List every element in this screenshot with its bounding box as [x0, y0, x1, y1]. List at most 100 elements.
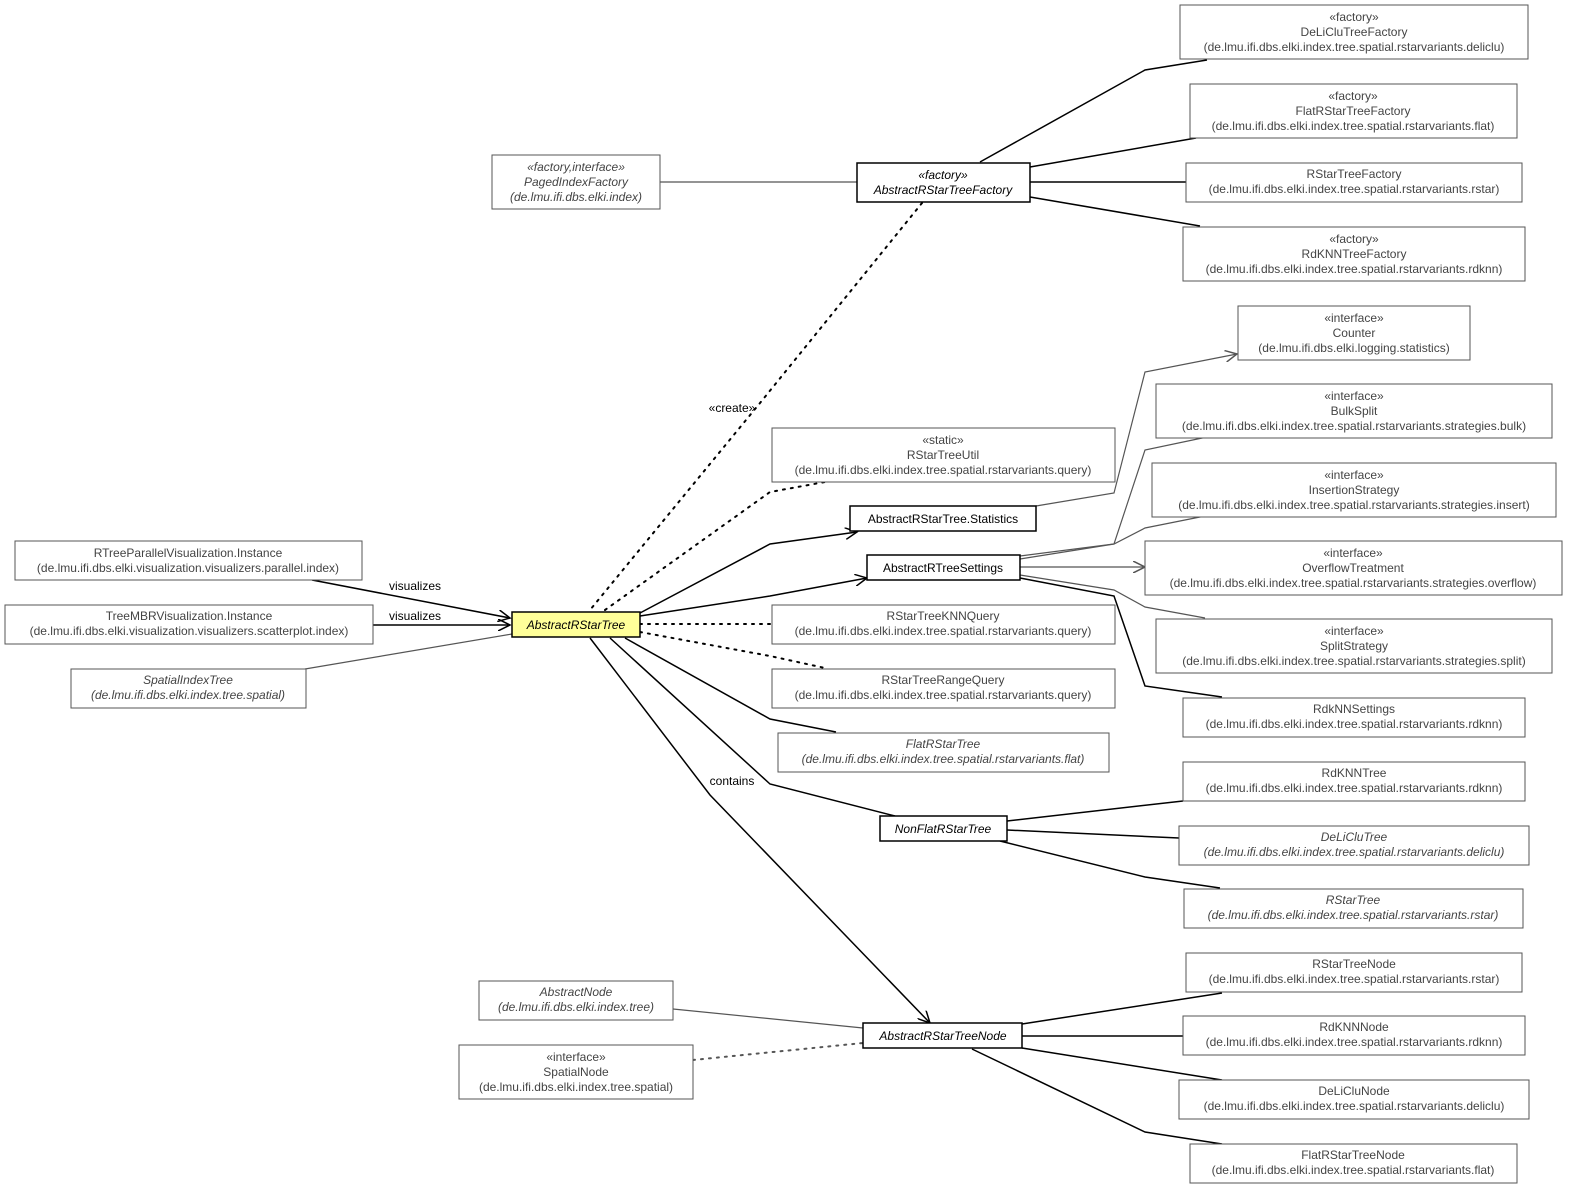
edge-label-visualizes-1: visualizes: [389, 579, 441, 593]
class-name: FlatRStarTree: [906, 737, 981, 751]
class-box-deliclu-node[interactable]: DeLiCluNode (de.lmu.ifi.dbs.elki.index.t…: [1178, 1079, 1530, 1120]
stereotype-label: «factory»: [1328, 89, 1378, 103]
class-box-spatial-index-tree[interactable]: SpatialIndexTree (de.lmu.ifi.dbs.elki.in…: [70, 668, 307, 709]
package-name: (de.lmu.ifi.dbs.elki.index.tree.spatial.…: [1212, 1163, 1495, 1177]
package-name: (de.lmu.ifi.dbs.elki.index.tree.spatial.…: [1170, 576, 1537, 590]
edge-statistics-counter: [1035, 354, 1237, 507]
class-box-abstract-node[interactable]: AbstractNode (de.lmu.ifi.dbs.elki.index.…: [478, 980, 674, 1021]
package-name: (de.lmu.ifi.dbs.elki.index.tree.spatial.…: [1204, 845, 1505, 859]
class-box-rstar-tree-range-query[interactable]: RStarTreeRangeQuery (de.lmu.ifi.dbs.elki…: [771, 668, 1116, 709]
class-name: AbstractNode: [539, 985, 613, 999]
edge-parallel-vis-focus: [311, 579, 510, 618]
class-box-split-strategy[interactable]: «interface» SplitStrategy (de.lmu.ifi.db…: [1155, 618, 1553, 674]
class-box-deliclu-tree-factory[interactable]: «factory» DeLiCluTreeFactory (de.lmu.ifi…: [1179, 4, 1529, 60]
class-name: TreeMBRVisualization.Instance: [106, 609, 273, 623]
class-box-rdknn-tree-factory[interactable]: «factory» RdKNNTreeFactory (de.lmu.ifi.d…: [1182, 226, 1526, 282]
edge-focus-settings: [639, 578, 867, 617]
edge-arstnode-flatrstartreenode: [971, 1048, 1223, 1145]
class-box-spatial-node[interactable]: «interface» SpatialNode (de.lmu.ifi.dbs.…: [458, 1044, 694, 1100]
class-box-counter[interactable]: «interface» Counter (de.lmu.ifi.dbs.elki…: [1237, 305, 1471, 361]
package-name: (de.lmu.ifi.dbs.elki.index.tree.spatial.…: [1204, 1099, 1505, 1113]
edge-create: [589, 202, 923, 611]
class-box-bulk-split[interactable]: «interface» BulkSplit (de.lmu.ifi.dbs.el…: [1155, 383, 1553, 439]
stereotype-label: «static»: [922, 433, 964, 447]
class-box-abstract-rstar-tree-node[interactable]: AbstractRStarTreeNode: [862, 1022, 1023, 1049]
package-name: (de.lmu.ifi.dbs.elki.index.tree.spatial.…: [1209, 972, 1500, 986]
package-name: (de.lmu.ifi.dbs.elki.index.tree.spatial.…: [1204, 40, 1505, 54]
edge-settings-bulksplit: [1019, 436, 1208, 557]
class-box-paged-index-factory[interactable]: «factory,interface» PagedIndexFactory (d…: [491, 154, 661, 210]
class-box-abstract-rtree-settings[interactable]: AbstractRTreeSettings: [866, 554, 1021, 581]
edge-label-create: «create»: [709, 401, 756, 415]
stereotype-label: «interface»: [1324, 624, 1384, 638]
class-name: RStarTreeRangeQuery: [882, 673, 1005, 687]
edge-arstnode-rstartreenode: [1021, 992, 1223, 1025]
class-name: RdKNNTreeFactory: [1302, 247, 1407, 261]
class-box-non-flat-rstar-tree[interactable]: NonFlatRStarTree: [879, 815, 1008, 842]
edge-focus-rangequery: [639, 631, 826, 669]
class-box-rstar-tree-node[interactable]: RStarTreeNode (de.lmu.ifi.dbs.elki.index…: [1185, 952, 1523, 993]
package-name: (de.lmu.ifi.dbs.elki.index): [510, 190, 642, 204]
package-name: (de.lmu.ifi.dbs.elki.logging.statistics): [1258, 341, 1449, 355]
class-box-deliclu-tree[interactable]: DeLiCluTree (de.lmu.ifi.dbs.elki.index.t…: [1178, 825, 1530, 866]
class-name: RdKNNTree: [1322, 766, 1387, 780]
edge-spatialnode-abstractrstartreenode: [692, 1042, 864, 1061]
package-name: (de.lmu.ifi.dbs.elki.visualization.visua…: [37, 561, 339, 575]
class-box-overflow-treatment[interactable]: «interface» OverflowTreatment (de.lmu.if…: [1144, 540, 1563, 596]
class-box-abstract-rstar-tree-statistics[interactable]: AbstractRStarTree.Statistics: [849, 505, 1037, 532]
stereotype-label: «interface»: [1324, 311, 1384, 325]
class-box-rtree-parallel-visualization-instance[interactable]: RTreeParallelVisualization.Instance (de.…: [14, 540, 363, 581]
package-name: (de.lmu.ifi.dbs.elki.index.tree.spatial.…: [1206, 781, 1503, 795]
class-name: RStarTreeFactory: [1307, 167, 1402, 181]
package-name: (de.lmu.ifi.dbs.elki.index.tree.spatial.…: [1212, 119, 1495, 133]
class-name: FlatRStarTreeFactory: [1296, 104, 1411, 118]
class-name: RStarTreeUtil: [907, 448, 979, 462]
edge-abstractnode-abstractrstartreenode: [672, 1008, 864, 1029]
package-name: (de.lmu.ifi.dbs.elki.index.tree.spatial.…: [795, 688, 1092, 702]
edge-spatialindextree-focus: [304, 633, 513, 670]
class-name: FlatRStarTreeNode: [1301, 1148, 1405, 1162]
class-box-rstar-tree-knn-query[interactable]: RStarTreeKNNQuery (de.lmu.ifi.dbs.elki.i…: [771, 604, 1116, 645]
class-box-rstar-tree[interactable]: RStarTree (de.lmu.ifi.dbs.elki.index.tre…: [1183, 888, 1524, 929]
class-name: DeLiCluTreeFactory: [1301, 25, 1408, 39]
package-name: (de.lmu.ifi.dbs.elki.index.tree.spatial.…: [1182, 419, 1526, 433]
class-box-flat-rstar-tree-factory[interactable]: «factory» FlatRStarTreeFactory (de.lmu.i…: [1189, 83, 1518, 139]
package-name: (de.lmu.ifi.dbs.elki.index.tree.spatial.…: [802, 752, 1085, 766]
stereotype-label: «factory»: [918, 168, 968, 182]
package-name: (de.lmu.ifi.dbs.elki.index.tree): [498, 1000, 654, 1014]
class-box-rdknn-node[interactable]: RdKNNNode (de.lmu.ifi.dbs.elki.index.tre…: [1182, 1015, 1526, 1056]
class-box-flat-rstar-tree[interactable]: FlatRStarTree (de.lmu.ifi.dbs.elki.index…: [777, 732, 1110, 773]
edge-nonflat-deliclutree: [1006, 829, 1180, 839]
class-name: RStarTree: [1326, 893, 1381, 907]
class-box-abstract-rstar-tree[interactable]: AbstractRStarTree: [511, 611, 641, 638]
package-name: (de.lmu.ifi.dbs.elki.index.tree.spatial.…: [1206, 717, 1503, 731]
class-box-tree-mbr-visualization-instance[interactable]: TreeMBRVisualization.Instance (de.lmu.if…: [4, 604, 374, 645]
edge-focus-statistics: [639, 532, 857, 614]
class-box-flat-rstar-tree-node[interactable]: FlatRStarTreeNode (de.lmu.ifi.dbs.elki.i…: [1189, 1143, 1518, 1184]
class-name: PagedIndexFactory: [524, 175, 629, 189]
package-name: (de.lmu.ifi.dbs.elki.index.tree.spatial.…: [1209, 182, 1500, 196]
edge-label-visualizes-2: visualizes: [389, 609, 441, 623]
class-box-rstar-tree-util[interactable]: «static» RStarTreeUtil (de.lmu.ifi.dbs.e…: [771, 427, 1116, 483]
package-name: (de.lmu.ifi.dbs.elki.index.tree.spatial.…: [1208, 908, 1499, 922]
stereotype-label: «factory,interface»: [527, 160, 625, 174]
class-box-abstract-rstar-tree-factory[interactable]: «factory» AbstractRStarTreeFactory: [856, 162, 1031, 203]
class-name: AbstractRStarTree.Statistics: [868, 512, 1018, 526]
class-box-insertion-strategy[interactable]: «interface» InsertionStrategy (de.lmu.if…: [1151, 462, 1557, 518]
stereotype-label: «interface»: [546, 1050, 606, 1064]
package-name: (de.lmu.ifi.dbs.elki.visualization.visua…: [30, 624, 349, 638]
class-box-rdknn-tree[interactable]: RdKNNTree (de.lmu.ifi.dbs.elki.index.tre…: [1182, 761, 1526, 802]
stereotype-label: «interface»: [1323, 546, 1383, 560]
edge-abstract-factory-flat-factory: [1029, 137, 1197, 168]
package-name: (de.lmu.ifi.dbs.elki.index.tree.spatial): [479, 1080, 673, 1094]
class-box-rdknn-settings[interactable]: RdkNNSettings (de.lmu.ifi.dbs.elki.index…: [1182, 697, 1526, 738]
class-name: SpatialNode: [543, 1065, 609, 1079]
edge-nonflat-rstartree: [999, 840, 1221, 889]
class-name: AbstractRStarTreeFactory: [873, 183, 1013, 197]
edge-nonflat-rdknntree: [1006, 800, 1184, 822]
class-name: AbstractRStarTree: [526, 618, 626, 632]
class-box-rstar-tree-factory[interactable]: RStarTreeFactory (de.lmu.ifi.dbs.elki.in…: [1185, 162, 1523, 203]
package-name: (de.lmu.ifi.dbs.elki.index.tree.spatial.…: [1178, 498, 1529, 512]
stereotype-label: «factory»: [1329, 232, 1379, 246]
